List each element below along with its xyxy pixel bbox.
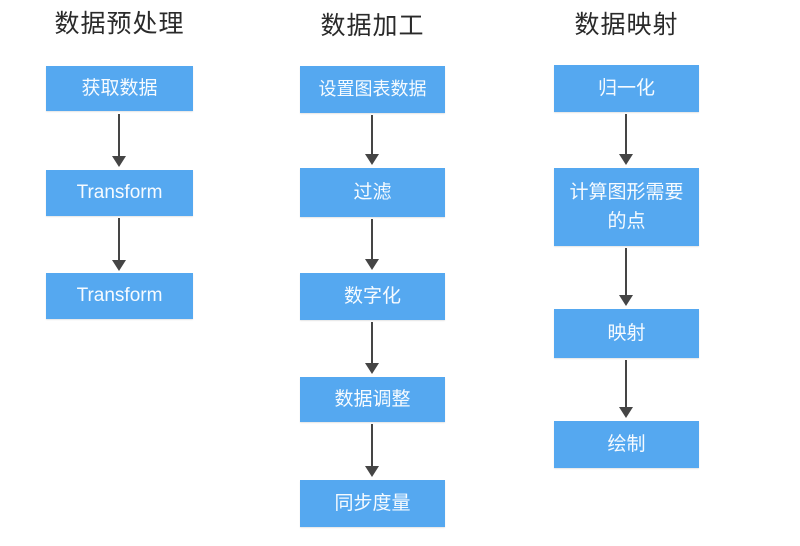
column-title-data-preprocessing: 数据预处理 — [54, 10, 185, 38]
step-normalize: 归一化 — [554, 65, 699, 112]
flow-arrow-down-icon — [365, 322, 379, 374]
step-transform-2: Transform — [46, 273, 193, 319]
step-compute-shape-points: 计算图形需要的点 — [554, 168, 699, 246]
step-get-data: 获取数据 — [46, 66, 193, 111]
flow-arrow-down-icon — [365, 219, 379, 270]
step-digitize: 数字化 — [300, 273, 445, 320]
step-data-adjust: 数据调整 — [300, 377, 445, 422]
step-draw: 绘制 — [554, 421, 699, 468]
flow-arrow-down-icon — [619, 114, 633, 165]
step-mapping: 映射 — [554, 309, 699, 358]
column-title-data-processing: 数据加工 — [320, 12, 425, 40]
column-title-data-mapping: 数据映射 — [574, 11, 679, 39]
flow-arrow-down-icon — [365, 115, 379, 165]
step-transform-1: Transform — [46, 170, 193, 216]
flow-arrow-down-icon — [365, 424, 379, 477]
flow-arrow-down-icon — [112, 218, 126, 271]
step-filter: 过滤 — [300, 168, 445, 217]
flow-arrow-down-icon — [619, 248, 633, 306]
step-sync-measure: 同步度量 — [300, 480, 445, 527]
flow-arrow-down-icon — [112, 114, 126, 167]
flow-arrow-down-icon — [619, 360, 633, 418]
step-set-chart-data: 设置图表数据 — [300, 66, 445, 113]
